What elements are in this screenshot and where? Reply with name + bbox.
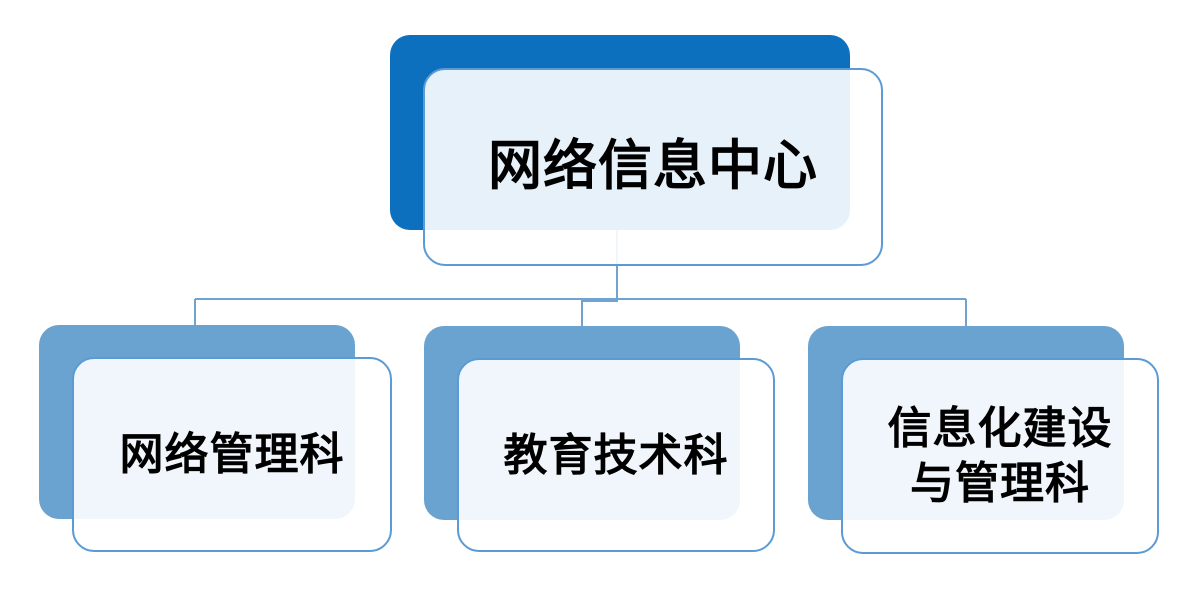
child-node-3-card: 信息化建设 与管理科 [841,358,1159,554]
child-node-3-label: 信息化建设 与管理科 [887,404,1113,508]
connector-drop-middle [581,299,618,331]
root-node-card: 网络信息中心 [423,68,883,266]
child-node-2-label: 教育技术科 [503,430,729,480]
child-node-1-card: 网络管理科 [72,357,392,552]
child-node-2-card: 教育技术科 [457,358,775,552]
child-node-1-label: 网络管理科 [119,430,345,479]
root-node-label: 网络信息中心 [488,136,818,197]
